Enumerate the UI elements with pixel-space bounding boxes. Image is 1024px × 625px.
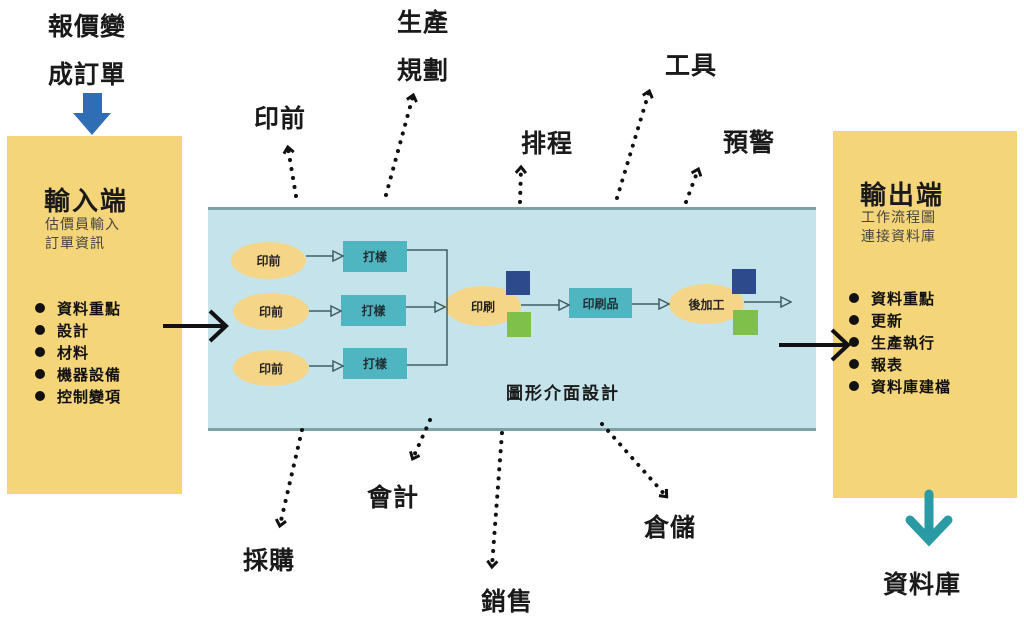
prepress-node-2: 印前 [233, 293, 309, 330]
top-label-prepress: 印前 [254, 104, 307, 133]
printed-product-node: 印刷品 [569, 288, 632, 318]
bullet-icon [35, 369, 45, 379]
blue-square-icon [732, 269, 756, 294]
center-to-output-arrow-icon [779, 328, 851, 362]
bottom-label-purchasing: 採購 [243, 546, 296, 575]
quote-to-order-label-line1: 報價變 [48, 12, 127, 41]
center-caption: 圖形介面設計 [506, 384, 620, 404]
input-bullet-item: 設計 [35, 320, 121, 342]
output-bullet-item: 報表 [849, 354, 951, 376]
input-bullet-list: 資料重點 設計 材料 機器設備 控制變項 [35, 298, 121, 408]
output-panel-title: 輸出端 [860, 181, 945, 211]
input-bullet-item: 機器設備 [35, 364, 121, 386]
blue-square-icon [506, 271, 530, 295]
output-panel-subtitle-line: 連接資料庫 [861, 229, 936, 245]
bottom-label-accounting: 會計 [367, 483, 420, 512]
output-bullet-item: 生產執行 [849, 332, 951, 354]
dotted-arrows-top [288, 92, 698, 204]
top-label-production-planning-line1: 生產 [397, 8, 450, 37]
input-bullet-item: 控制變項 [35, 386, 121, 408]
input-panel-title: 輸入端 [44, 187, 129, 217]
quote-to-order-label-line2: 成訂單 [48, 60, 127, 89]
output-bullet-item: 資料重點 [849, 288, 951, 310]
bullet-icon [849, 337, 859, 347]
database-label: 資料庫 [883, 570, 962, 599]
flow-connectors [306, 249, 790, 366]
green-square-icon [733, 310, 758, 335]
output-panel-subtitle: 工作流程圖 連接資料庫 [861, 209, 936, 247]
dotted-arrows-bottom [280, 418, 666, 566]
input-panel-subtitle: 估價員輸入 訂單資訊 [45, 216, 120, 254]
input-to-center-arrow-icon [163, 309, 229, 343]
output-panel: 輸出端 工作流程圖 連接資料庫 資料重點 更新 生產執行 報表 資料庫建檔 [833, 131, 1017, 498]
top-label-scheduling: 排程 [521, 129, 574, 158]
bottom-label-warehouse: 倉儲 [644, 513, 697, 542]
input-bullet-item: 材料 [35, 342, 121, 364]
output-bullet-item: 更新 [849, 310, 951, 332]
output-bullet-item: 資料庫建檔 [849, 376, 951, 398]
input-down-arrow-icon [73, 93, 111, 135]
bullet-icon [35, 325, 45, 335]
green-square-icon [507, 312, 531, 337]
bullet-icon [35, 303, 45, 313]
top-label-production-planning-line2: 規劃 [397, 56, 450, 85]
input-panel: 輸入端 估價員輸入 訂單資訊 資料重點 設計 材料 機器設備 控制變項 [7, 136, 182, 494]
input-panel-subtitle-line: 估價員輸入 [45, 217, 120, 233]
bullet-icon [849, 315, 859, 325]
post-processing-node: 後加工 [669, 284, 744, 324]
input-panel-subtitle-line: 訂單資訊 [45, 236, 105, 252]
bullet-icon [35, 391, 45, 401]
proof-node-3: 打樣 [343, 348, 407, 379]
input-bullet-item: 資料重點 [35, 298, 121, 320]
prepress-node-3: 印前 [233, 350, 309, 386]
bullet-icon [849, 293, 859, 303]
bullet-icon [849, 359, 859, 369]
bullet-icon [35, 347, 45, 357]
output-down-arrow-icon [905, 489, 953, 547]
output-bullet-list: 資料重點 更新 生產執行 報表 資料庫建檔 [849, 288, 951, 398]
bottom-label-sales: 銷售 [481, 587, 534, 616]
output-panel-subtitle-line: 工作流程圖 [861, 210, 936, 226]
prepress-node-1: 印前 [231, 242, 306, 279]
proof-node-2: 打樣 [341, 295, 406, 326]
bullet-icon [849, 381, 859, 391]
proof-node-1: 打樣 [343, 241, 407, 272]
top-label-tools: 工具 [665, 51, 718, 80]
top-label-alert: 預警 [723, 128, 776, 157]
